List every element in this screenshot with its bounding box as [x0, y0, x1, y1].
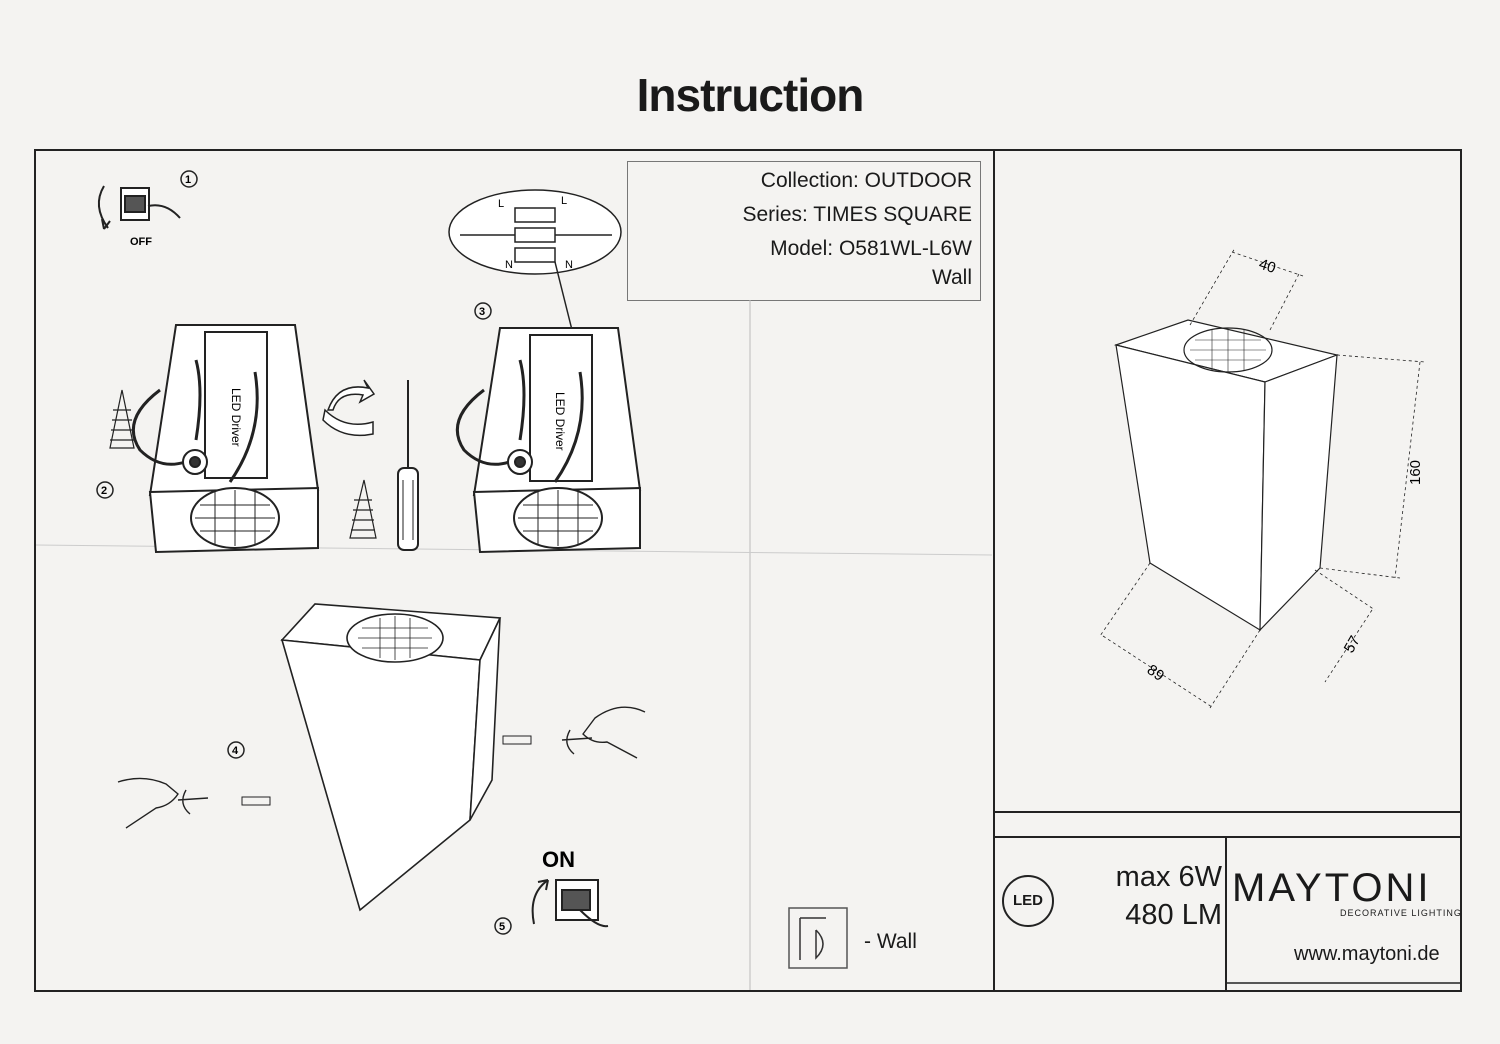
screwdriver-icon — [397, 380, 419, 551]
spec-series: Series: TIMES SQUARE — [742, 203, 972, 226]
rotate-arrow-icon — [322, 379, 376, 437]
spec-model: Model: O581WL-L6W — [770, 237, 972, 260]
led-icon: LED — [1002, 875, 1054, 927]
step-5-number: 5 — [499, 921, 505, 933]
instruction-frame — [34, 149, 1462, 992]
wire-l-left: L — [498, 198, 504, 210]
wall-mount-icon — [788, 907, 848, 969]
switch-off-icon — [97, 185, 181, 230]
power-lumen: 480 LM — [1125, 899, 1222, 931]
off-label: OFF — [130, 236, 152, 248]
on-label: ON — [542, 847, 575, 872]
step-4-number: 4 — [232, 745, 239, 757]
led-driver-housing-left — [131, 324, 320, 554]
step-3-marker — [474, 302, 492, 320]
spec-collection: Collection: OUTDOOR — [760, 169, 972, 192]
page-title: Instruction — [636, 69, 865, 121]
screw-icon — [349, 479, 377, 539]
step-4-marker — [227, 741, 245, 759]
step-2-marker — [96, 481, 114, 499]
brand-logo: MAYTONI — [1232, 866, 1432, 910]
led-driver-label-left: LED Driver — [229, 388, 243, 447]
wire-n-right: N — [565, 259, 573, 271]
dim-top-width: 40 — [1257, 256, 1278, 277]
wiring-diagram — [448, 189, 622, 331]
led-driver-housing-right — [455, 327, 642, 554]
lamp-mounted-drawing — [280, 603, 502, 912]
power-watt: max 6W — [1115, 861, 1222, 893]
power-spec: max 6W 480 LM — [1080, 858, 1222, 934]
step-2-number: 2 — [101, 485, 107, 497]
dim-height: 160 — [1407, 460, 1424, 485]
screw-icon — [109, 389, 135, 449]
wire-l-right: L — [561, 195, 567, 207]
dim-depth: 57 — [1341, 633, 1364, 656]
switch-on-icon — [531, 879, 609, 928]
brand-tagline: DECORATIVE LIGHTING — [1340, 908, 1462, 918]
step-3-number: 3 — [479, 306, 485, 318]
step-1-marker — [180, 170, 198, 188]
hand-icon — [117, 706, 646, 829]
spec-box — [627, 161, 981, 301]
dimension-drawing — [1099, 247, 1426, 709]
wire-n-left: N — [505, 259, 513, 271]
led-driver-label-right: LED Driver — [553, 392, 567, 451]
brand-url: www.maytoni.de — [1294, 943, 1440, 965]
dim-width: 89 — [1144, 661, 1167, 684]
step-5-marker — [494, 917, 512, 935]
spec-mount: Wall — [931, 266, 972, 289]
step-1-number: 1 — [185, 174, 191, 186]
wall-legend-label: - Wall — [864, 930, 917, 953]
